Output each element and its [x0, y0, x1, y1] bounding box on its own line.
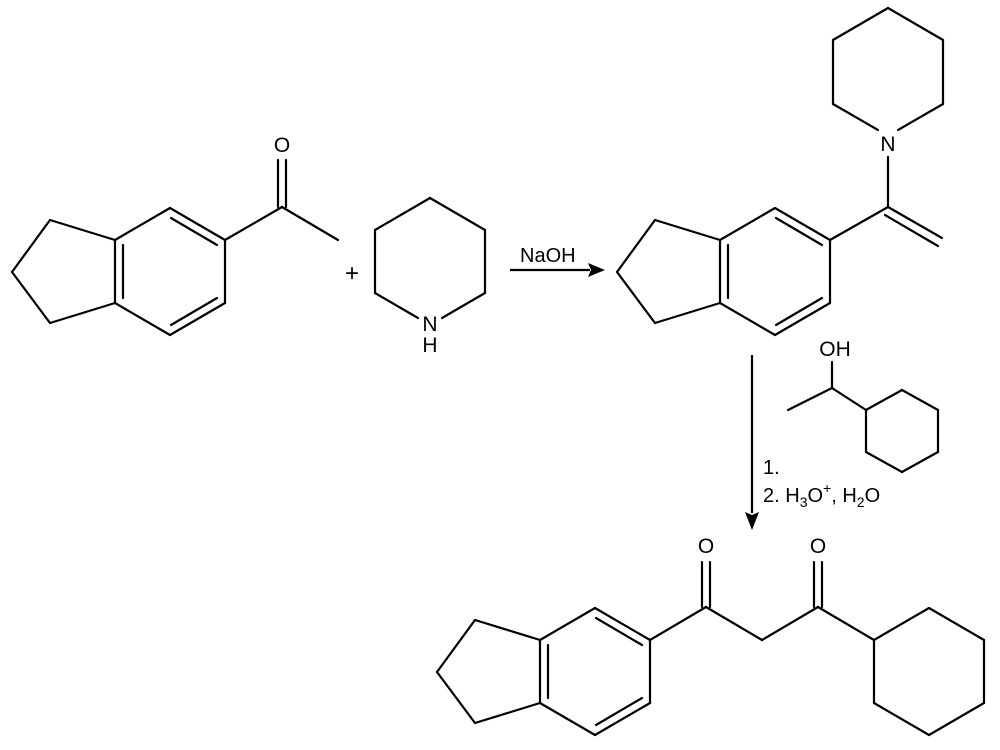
reactant-piperidine: N H [373, 196, 487, 357]
enamine-bonds [615, 6, 945, 337]
reaction-arrow-2 [745, 355, 759, 530]
reactant-acetylindane: O [10, 134, 340, 337]
hydroxyl-label: OH [819, 338, 851, 361]
product-diketone: O O [435, 535, 986, 737]
step-2-label: 2. H3O+, H2O [763, 480, 880, 510]
cyclohexylethanol-bonds [786, 360, 940, 474]
acetyl-oxygen-label: O [274, 134, 290, 157]
product-oxygen-1-label: O [698, 535, 714, 558]
acetylindane-bonds [10, 158, 340, 337]
reaction-arrow-1 [510, 263, 605, 277]
reagent-naoh: NaOH [520, 245, 576, 267]
piperidine-hydrogen-label: H [422, 334, 437, 357]
enamine-nitrogen-label: N [880, 133, 895, 156]
plus-sign: + [345, 260, 359, 287]
step-1-label: 1. [763, 457, 780, 479]
diketone-bonds [435, 560, 986, 737]
intermediate-enamine: N [615, 6, 945, 337]
piperidine-bonds [373, 196, 487, 320]
piperidine-nitrogen-label: N [422, 313, 437, 336]
reagent-cyclohexylethanol: OH [786, 338, 940, 474]
product-oxygen-2-label: O [810, 535, 826, 558]
